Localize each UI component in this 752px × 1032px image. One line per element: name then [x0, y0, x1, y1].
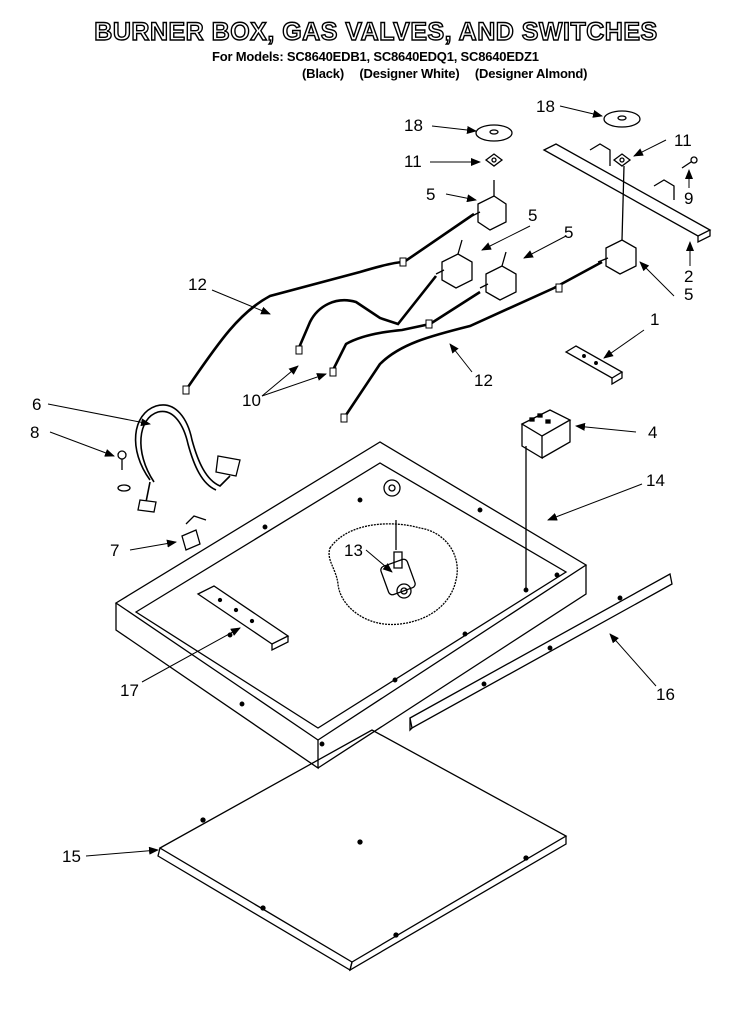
model-numbers: For Models: SC8640EDB1, SC8640EDQ1, SC86… — [212, 49, 539, 64]
callout-11-left: 11 — [404, 152, 422, 171]
switch-bracket — [564, 345, 624, 386]
bottom-cover-panel — [157, 729, 568, 972]
callout-15: 15 — [62, 847, 81, 866]
callout-5-center-right: 5 — [564, 223, 573, 242]
callout-9: 9 — [684, 189, 693, 208]
variant-white: (Designer White) — [359, 66, 460, 81]
gas-valve-right — [597, 165, 637, 275]
gas-tubes — [184, 212, 603, 419]
burner-cap-right — [603, 110, 641, 128]
callout-5-top: 5 — [426, 185, 435, 204]
callout-17: 17 — [120, 681, 139, 700]
leader-arrows — [47, 105, 694, 857]
wire-harness — [134, 404, 241, 513]
gas-valve-center-left — [435, 239, 473, 289]
callout-13: 13 — [344, 541, 363, 560]
switch-block — [520, 409, 572, 590]
gas-valve-top-left — [471, 180, 507, 231]
callout-5-right: 5 — [684, 285, 693, 304]
callout-10: 10 — [242, 391, 261, 410]
callout-5-center: 5 — [528, 206, 537, 225]
callout-11-right: 11 — [674, 131, 692, 150]
ground-screw — [117, 450, 131, 492]
callout-18-right: 18 — [536, 97, 555, 116]
frame-bracket — [409, 573, 673, 732]
callout-8: 8 — [30, 423, 39, 442]
callout-labels: 18 18 11 11 5 5 5 5 9 2 12 12 1 10 6 8 4… — [30, 97, 693, 866]
burner-base-left — [484, 153, 504, 167]
callout-14: 14 — [646, 471, 665, 490]
variant-black: (Black) — [302, 66, 344, 81]
callout-12-center: 12 — [474, 371, 493, 390]
callout-6: 6 — [32, 395, 41, 414]
callout-16: 16 — [656, 685, 675, 704]
color-variants: (Black) (Designer White) (Designer Almon… — [302, 66, 599, 81]
callout-18-left: 18 — [404, 116, 423, 135]
callout-12-left: 12 — [188, 275, 207, 294]
ignition-switch — [181, 515, 207, 551]
screw — [681, 156, 698, 169]
mounting-bracket-17 — [196, 585, 290, 652]
diagram-title: BURNER BOX, GAS VALVES, AND SWITCHES — [94, 17, 658, 46]
manifold-bar — [542, 143, 712, 244]
burner-cap-left — [475, 124, 513, 142]
gas-valve-center-right — [479, 251, 517, 301]
callout-2: 2 — [684, 267, 693, 286]
callout-4: 4 — [648, 423, 657, 442]
callout-1: 1 — [650, 310, 659, 329]
burner-base-right — [612, 153, 632, 167]
callout-7: 7 — [110, 541, 119, 560]
variant-almond: (Designer Almond) — [474, 66, 588, 81]
